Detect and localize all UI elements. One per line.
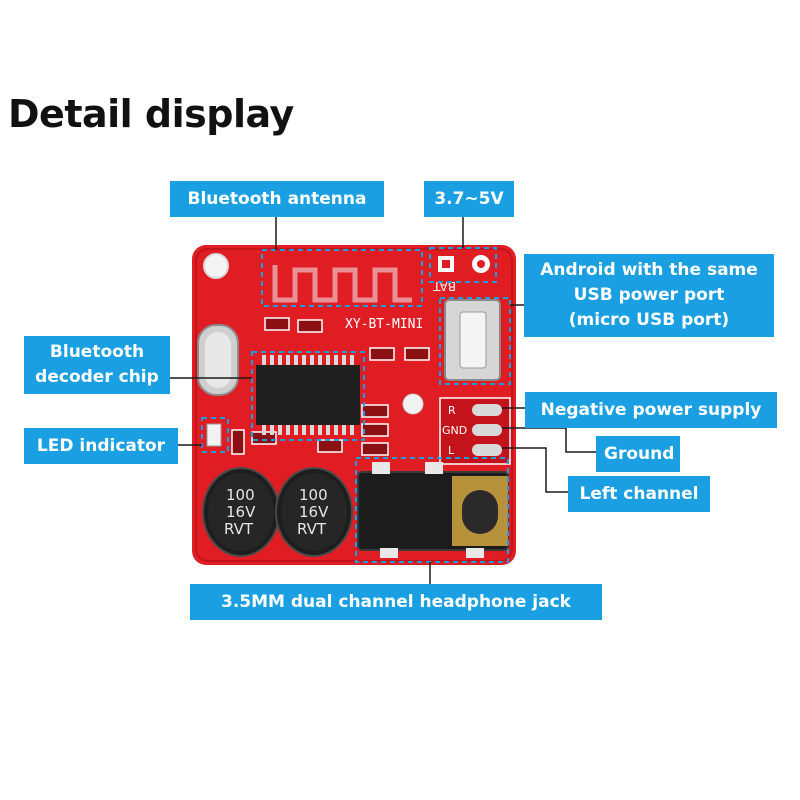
pin-l-marking: L <box>448 444 455 457</box>
decoder-label-line1: Bluetooth <box>49 342 145 362</box>
usb-label-line2: USB power port <box>573 285 725 305</box>
label-decoder-chip: Bluetooth decoder chip <box>24 336 170 394</box>
cap-right-line1: 100 <box>299 486 328 504</box>
model-marking: XY-BT-MINI <box>345 317 423 332</box>
led-highlight <box>201 417 229 453</box>
label-negative-power: Negative power supply <box>525 392 777 428</box>
bat-marking: BAT <box>432 279 456 293</box>
led-component <box>206 423 222 447</box>
cap-left-line2: 16V <box>226 503 256 521</box>
pin-gnd-marking: GND <box>442 424 467 437</box>
label-ground: Ground <box>596 436 680 472</box>
decoder-label-line2: decoder chip <box>35 367 159 387</box>
usb-label-line3: (micro USB port) <box>568 310 730 330</box>
label-left-channel: Left channel <box>568 476 710 512</box>
cap-right-line3: RVT <box>297 520 327 538</box>
label-led-indicator: LED indicator <box>24 428 178 464</box>
capacitor-right <box>275 467 353 557</box>
capacitor-left <box>202 467 280 557</box>
usb-highlight <box>439 297 511 385</box>
pin-r-marking: R <box>448 404 456 417</box>
mounting-hole <box>203 253 229 279</box>
headphone-jack <box>357 462 509 558</box>
page-title: Detail display <box>8 92 294 136</box>
label-bluetooth-antenna: Bluetooth antenna <box>170 181 384 217</box>
voltage-highlight <box>429 247 497 283</box>
label-voltage: 3.7~5V <box>424 181 514 217</box>
cap-left-line1: 100 <box>226 486 255 504</box>
cap-left-line3: RVT <box>224 520 254 538</box>
antenna-trace <box>272 265 412 303</box>
usb-label-line1: Android with the same <box>540 260 758 280</box>
label-headphone-jack: 3.5MM dual channel headphone jack <box>190 584 602 620</box>
chip-highlight <box>251 351 365 441</box>
label-usb-power-port: Android with the same USB power port (mi… <box>524 254 774 337</box>
decoder-chip <box>256 355 360 435</box>
jack-highlight <box>355 457 509 563</box>
cap-right-line2: 16V <box>299 503 329 521</box>
